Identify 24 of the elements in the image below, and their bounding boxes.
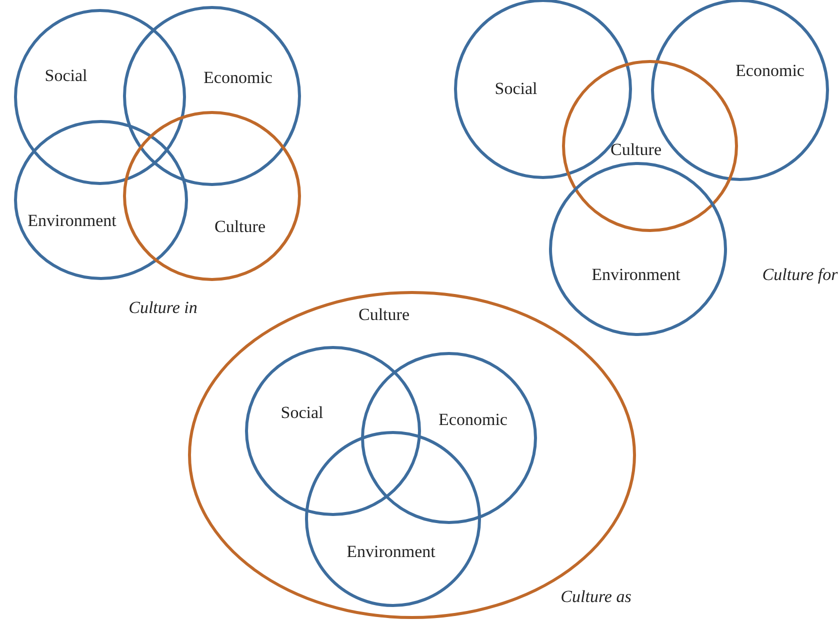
circle-label: Economic xyxy=(438,410,508,430)
circle-label: Social xyxy=(280,403,324,423)
diagram-caption: Culture in xyxy=(128,298,198,318)
circle-label: Social xyxy=(44,66,88,86)
circle xyxy=(123,111,301,281)
circle xyxy=(549,162,727,336)
circle-label: Social xyxy=(494,79,538,99)
diagram-caption: Culture for xyxy=(762,265,838,285)
circle xyxy=(14,9,186,185)
circle xyxy=(123,6,301,186)
circle xyxy=(14,120,188,280)
circle-label: Culture xyxy=(610,140,662,160)
circle-label: Economic xyxy=(736,61,804,81)
circle-label: Culture xyxy=(214,217,266,237)
circle xyxy=(305,431,481,607)
circle xyxy=(245,346,421,516)
diagram-caption: Culture as xyxy=(560,587,632,607)
circle-label: Economic xyxy=(204,68,272,88)
circle-label: Environment xyxy=(592,265,680,285)
circle-label: Environment xyxy=(346,542,436,562)
circle-label: Environment xyxy=(28,211,116,231)
circle xyxy=(562,60,738,232)
circle-label: Culture xyxy=(358,305,410,325)
circle xyxy=(361,352,537,524)
